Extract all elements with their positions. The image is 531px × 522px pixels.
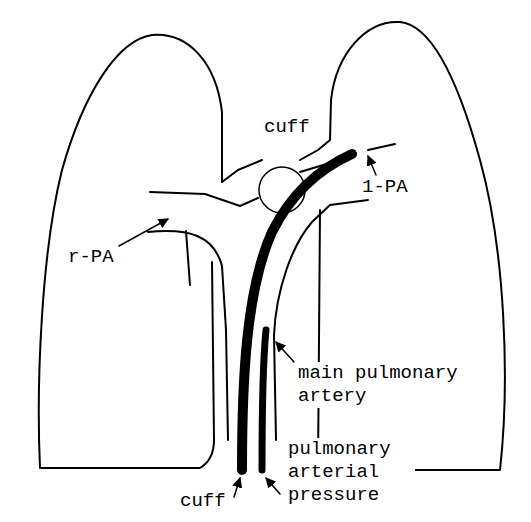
lung-outline — [39, 35, 222, 468]
part-label: cuff — [178, 490, 228, 513]
part-label: 1-PA — [360, 176, 410, 199]
vessel-line — [368, 144, 395, 150]
part-label: main pulmonary artery — [296, 362, 475, 408]
part-label: pulmonary arterial pressure — [286, 438, 415, 507]
leader-arrow — [276, 342, 294, 362]
vessel-line — [186, 231, 190, 285]
vessel-line — [222, 160, 262, 182]
part-label: r-PA — [66, 246, 116, 269]
cuff-catheter — [242, 154, 352, 470]
part-label: cuff — [262, 116, 312, 139]
leader-arrow — [266, 478, 280, 494]
leader-arrow — [368, 156, 376, 175]
vessel-line — [300, 140, 330, 160]
leader-arrow — [234, 478, 240, 497]
pressure-catheter — [262, 330, 266, 470]
vessel-line — [150, 192, 258, 206]
leader-arrow — [119, 219, 168, 246]
vessel-line — [148, 231, 228, 440]
cuff-circle — [259, 167, 305, 213]
